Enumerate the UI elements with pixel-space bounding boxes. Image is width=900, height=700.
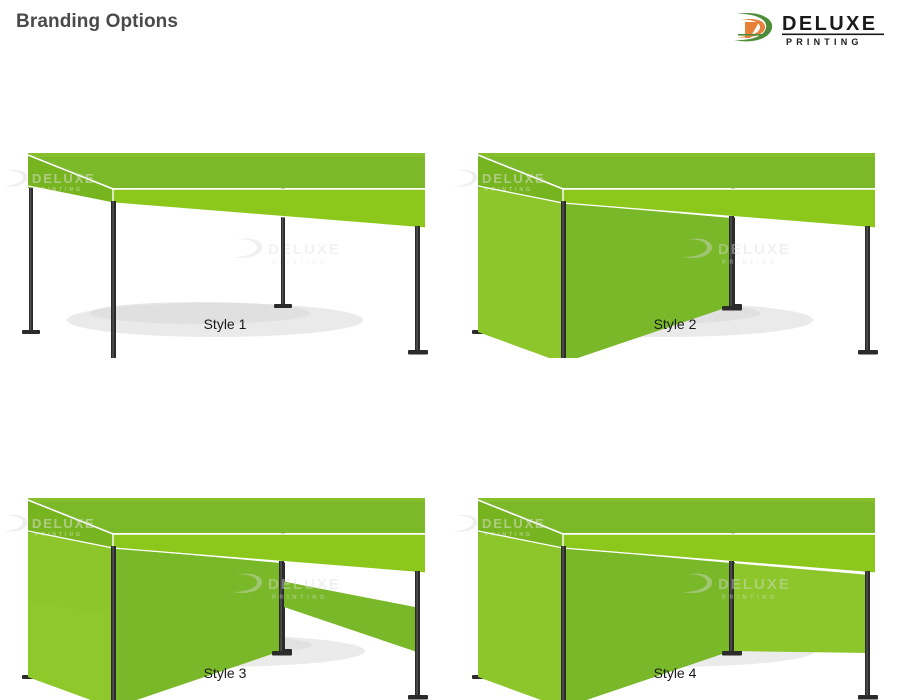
svg-text:DELUXE: DELUXE	[718, 576, 791, 593]
canopy-valance	[477, 154, 876, 229]
svg-text:PRINTING: PRINTING	[786, 37, 863, 47]
deluxe-printing-logo: DELUXE PRINTING	[734, 12, 884, 47]
svg-text:DELUXE: DELUXE	[268, 576, 341, 593]
watermark-roof-left: DELUXE PRINTING	[453, 169, 546, 193]
canopy-valance	[27, 499, 426, 574]
svg-text:PRINTING: PRINTING	[722, 260, 778, 266]
canopy-wall-back-left	[478, 531, 563, 700]
style-cell-4[interactable]: DELUXE PRINTING DELUXE PRINTING Style 4	[450, 403, 900, 700]
canopy-poles-back	[22, 186, 292, 334]
logo-wordmark: DELUXE PRINTING	[782, 13, 884, 47]
style-cell-3[interactable]: DELUXE PRINTING DELUXE PRINTING Style 3	[0, 403, 450, 700]
page-title: Branding Options	[16, 11, 179, 32]
svg-text:PRINTING: PRINTING	[272, 595, 328, 601]
svg-text:PRINTING: PRINTING	[35, 187, 83, 193]
canopy-wall-front-left	[563, 548, 731, 700]
watermark-center: DELUXE PRINTING	[683, 573, 791, 601]
canopy-illustration-style-4: DELUXE PRINTING DELUXE PRINTING	[453, 498, 878, 700]
svg-text:DELUXE: DELUXE	[268, 241, 341, 258]
watermark-center: DELUXE PRINTING	[233, 238, 341, 266]
watermark-center: DELUXE PRINTING	[683, 238, 791, 266]
style-label-3: Style 3	[203, 665, 247, 681]
canopy-halfwall-back-left	[28, 601, 113, 700]
watermark-roof-left: DELUXE PRINTING	[3, 514, 96, 538]
ground-shadow-core	[90, 302, 310, 324]
watermark-center: DELUXE PRINTING	[233, 573, 341, 601]
svg-text:DELUXE: DELUXE	[782, 13, 878, 35]
svg-text:PRINTING: PRINTING	[485, 187, 533, 193]
canopy-illustration-style-1: DELUXE PRINTING	[3, 153, 428, 358]
canopy-wall-front-right	[731, 563, 870, 653]
canopy-wall-front-left	[113, 548, 281, 700]
svg-text:DELUXE: DELUXE	[482, 171, 546, 186]
svg-text:PRINTING: PRINTING	[272, 260, 328, 266]
canopy-poles-front	[561, 546, 878, 700]
svg-text:PRINTING: PRINTING	[722, 595, 778, 601]
canopy-roof	[28, 153, 425, 188]
canopy-illustration-style-3: DELUXE PRINTING DELUXE PRINTING	[3, 498, 428, 700]
canopy-illustration-style-2: DELUXE PRINTING DELUXE PRINTING	[453, 153, 878, 358]
svg-text:DELUXE: DELUXE	[32, 171, 96, 186]
svg-text:PRINTING: PRINTING	[485, 532, 533, 538]
svg-text:PRINTING: PRINTING	[35, 532, 83, 538]
style-cell-1[interactable]: DELUXE PRINTING	[0, 58, 450, 403]
canopy-poles-front	[561, 201, 878, 358]
canopy-wall-back-left	[478, 186, 563, 358]
canopy-wall-back-left	[28, 531, 113, 700]
canopy-poles-front	[111, 201, 428, 358]
watermark-roof-left: DELUXE PRINTING	[3, 169, 96, 193]
svg-text:DELUXE: DELUXE	[482, 516, 546, 531]
style-label-1: Style 1	[203, 316, 247, 332]
canopy-wall-front-left	[563, 203, 731, 358]
watermark-roof-left: DELUXE PRINTING	[453, 514, 546, 538]
canopy-poles-front	[111, 546, 428, 700]
page-header: Branding Options DELUXE PRINTING	[0, 0, 900, 58]
svg-text:DELUXE: DELUXE	[32, 516, 96, 531]
deluxe-swoosh-icon	[734, 12, 773, 42]
style-label-4: Style 4	[653, 665, 697, 681]
style-label-2: Style 2	[653, 316, 697, 332]
svg-text:DELUXE: DELUXE	[718, 241, 791, 258]
style-cell-2[interactable]: DELUXE PRINTING DELUXE PRINTING Style 2	[450, 58, 900, 403]
canopy-halfwall-right	[281, 581, 420, 653]
